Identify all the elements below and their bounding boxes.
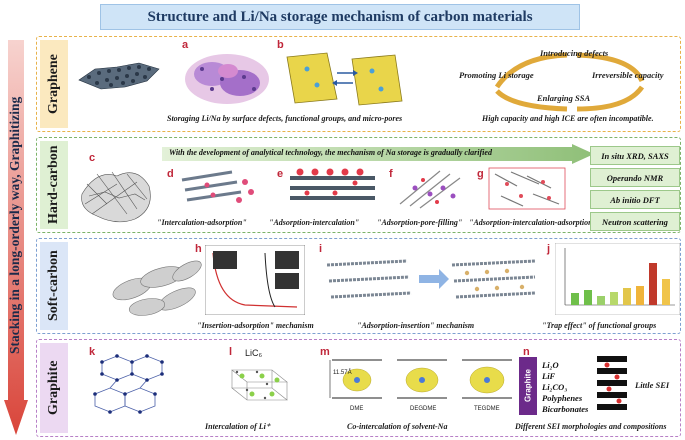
panel-letter-d: d [167,168,174,180]
sei-item: LiF [542,371,556,381]
lic6-structure-figure [231,369,288,401]
intercalation-adsorption-figure [181,170,254,203]
technique-nmr: Operando NMR [590,168,680,187]
caption-trap-effect: "Trap effect" of functional groups [542,321,657,330]
panel-letter-g: g [477,168,484,180]
solvent-cointercalation-figure [329,359,512,399]
hard-carbon-structure-figure [81,171,151,223]
graphite-lattice-figure [93,354,164,414]
panel-letter-k: k [89,346,96,358]
adsorption-pore-filling-figure [399,170,461,209]
graphite-electrode-tag: Graphite [519,357,537,415]
caption-intercalation-li: Intercalation of Li⁺ [205,422,271,431]
caption-cointercalation-na: Co-intercalation of solvent-Na [347,422,448,431]
flow-introducing-defects: Introducing defects [540,48,609,58]
sei-composition-list: Li₂O LiF Li₂CO₃ Polyphenes Bicarbonates [542,360,588,415]
technique-dft: Ab initio DFT [590,190,680,209]
panel-letter-n: n [523,346,530,358]
flow-enlarging-ssa: Enlarging SSA [537,93,591,103]
page-title: Structure and Li/Na storage mechanism of… [100,4,580,30]
progression-arrow [4,40,28,435]
graphene-defect-figure [185,54,269,104]
panel-letter-e: e [277,168,284,180]
sei-item: Li₂CO₃ [542,382,568,392]
hard-carbon-row: Hard-carbon With the development of anal… [36,137,681,233]
m-label-dme: DME [350,406,364,412]
adsorption-intercalation-figure [290,168,375,200]
adsorption-insertion-figure [327,259,536,299]
panel-letter-a: a [182,39,189,51]
graphene-row: Graphene a b Storaging Li/Na by surface … [36,36,681,132]
graphene-flow-caption: High capacity and high ICE are often inc… [482,114,654,123]
graphene-sheet-figure [78,62,160,90]
flow-irreversible-capacity: Irreversible capacity [592,70,664,80]
m-label-degdme: DEGDME [410,406,437,412]
soft-carbon-label: Soft-carbon [40,242,68,330]
technology-banner-text: With the development of analytical techn… [169,148,492,157]
caption-intercalation-adsorption: "Intercalation-adsorption" [157,218,247,227]
panel-letter-l: l [229,346,233,358]
caption-adsorption-pore-filling: "Adsorption-pore-filling" [377,218,463,227]
panel-letter-b: b [277,39,284,51]
hard-carbon-label: Hard-carbon [40,141,68,229]
graphene-ion-storage-figure [286,52,403,106]
progression-label: Stacking in a long-orderly way, Graphiti… [7,96,22,354]
technology-banner-arrow [162,144,594,164]
panel-letter-h: h [195,243,202,255]
panel-letter-j: j [547,243,551,255]
technique-xrd-saxs: In situ XRD, SAXS [590,146,680,165]
panel-letter-f: f [389,168,393,180]
caption-sei-morphologies: Different SEI morphologies and compositi… [515,422,667,431]
graphene-caption: Storaging Li/Na by surface defects, func… [167,114,403,123]
caption-insertion-adsorption: "Insertion-adsorption" mechanism [197,321,314,330]
adsorption-intercalation-adsorption-figure [488,167,566,210]
graphene-flow-arrows [494,52,645,112]
m-label-tegdme: TEGDME [474,406,500,412]
sei-item: Bicarbonates [542,404,589,414]
caption-adsorption-insertion: "Adsorption-insertion" mechanism [357,321,475,330]
soft-carbon-structure-figure [112,260,202,316]
soft-carbon-row: Soft-carbon h i j [36,238,681,334]
sei-item: Polyphenes [542,393,583,403]
little-sei-figure [597,356,627,410]
little-sei-label: Little SEI [635,380,670,390]
sei-item: Li₂O [542,360,559,370]
caption-adsorption-intercalation-adsorption: "Adsorption-intercalation-adsorption" [469,218,598,227]
graphene-label: Graphene [40,40,68,128]
flow-promoting-storage: Promoting Li storage [459,70,534,80]
trap-effect-bar-chart [555,243,680,315]
insertion-adsorption-plot [205,245,305,315]
caption-adsorption-intercalation: "Adsorption-intercalation" [269,218,360,227]
graphite-label: Graphite [40,343,68,433]
m-spacing-label: 11.57Å [333,370,352,376]
panel-letter-c: c [89,152,96,164]
lic6-label: LiC₆ [245,348,263,358]
technique-neutron: Neutron scattering [590,212,680,231]
panel-letter-m: m [320,346,330,358]
panel-letter-i: i [319,243,323,255]
graphite-row: Graphite k l LiC₆ m [36,339,681,437]
